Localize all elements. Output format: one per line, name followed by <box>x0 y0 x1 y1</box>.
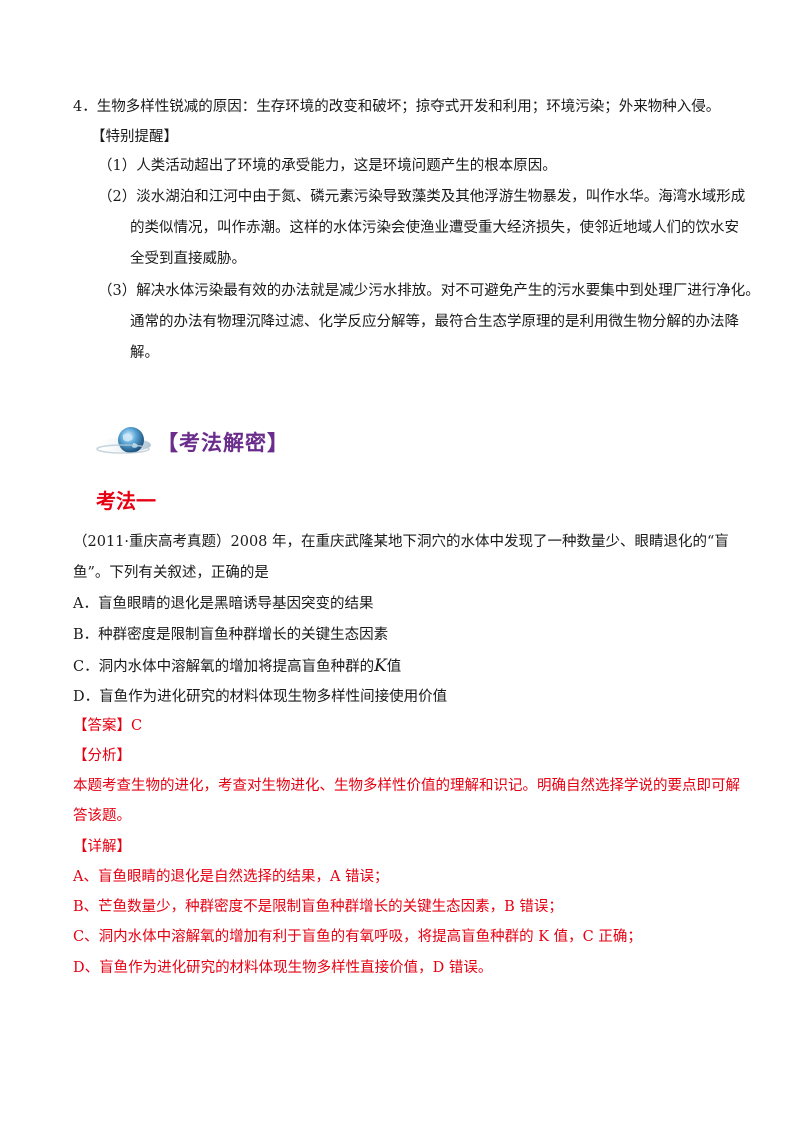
tip-3-line-3: 解。 <box>130 345 159 361</box>
tip-3-line-2: 通常的办法有物理沉降过滤、化学反应分解等，最符合生态学原理的是利用微生物分解的办… <box>130 314 739 330</box>
section-header: 【考法解密】 <box>93 425 289 459</box>
option-c-suffix: 值 <box>386 659 402 675</box>
option-c-text: C．洞内水体中溶解氧的增加将提高盲鱼种群的 <box>73 659 375 675</box>
detail-d: D、盲鱼作为进化研究的材料体现生物多样性直接价值，D 错误。 <box>73 960 493 976</box>
globe-icon <box>93 425 157 459</box>
method-title: 考法一 <box>96 489 156 513</box>
analysis-label: 【分析】 <box>73 748 131 764</box>
option-a: A．盲鱼眼睛的退化是黑暗诱导基因突变的结果 <box>73 596 374 612</box>
option-c-variable: K <box>374 656 387 676</box>
question-line-2: 鱼”。下列有关叙述，正确的是 <box>73 565 269 581</box>
detail-b: B、芒鱼数量少，种群密度不是限制盲鱼种群增长的关键生态因素，B 错误； <box>73 899 563 915</box>
tip-3-line-1: （3）解决水体污染最有效的办法就是减少污水排放。对不可避免产生的污水要集中到处理… <box>98 283 760 299</box>
tip-1-text: （1）人类活动超出了环境的承受能力，这是环境问题产生的根本原因。 <box>98 158 557 174</box>
option-b: B．种群密度是限制盲鱼种群增长的关键生态因素 <box>73 627 389 643</box>
item-4-text: 4．生物多样性锐减的原因：生存环境的改变和破坏；掠夺式开发和利用；环境污染；外来… <box>73 99 721 115</box>
detail-a: A、盲鱼眼睛的退化是自然选择的结果，A 错误； <box>73 869 389 885</box>
tip-2-line-3: 全受到直接威胁。 <box>130 251 246 267</box>
analysis-line-1: 本题考查生物的进化，考查对生物进化、生物多样性价值的理解和识记。明确自然选择学说… <box>73 778 740 794</box>
tip-2-line-2: 的类似情况，叫作赤潮。这样的水体污染会使渔业遭受重大经济损失，使邻近地域人们的饮… <box>130 220 739 236</box>
detail-label: 【详解】 <box>73 839 131 855</box>
tip-heading: 【特别提醒】 <box>91 129 178 145</box>
answer-value: C <box>131 718 143 734</box>
answer-line: 【答案】C <box>73 716 142 736</box>
tip-2-line-1: （2）淡水湖泊和江河中由于氮、磷元素污染导致藻类及其他浮游生物暴发，叫作水华。海… <box>98 189 746 205</box>
option-d: D．盲鱼作为进化研究的材料体现生物多样性间接使用价值 <box>73 689 448 705</box>
detail-c: C、洞内水体中溶解氧的增加有利于盲鱼的有氧呼吸，将提高盲鱼种群的 K 值，C 正… <box>73 929 642 945</box>
analysis-line-2: 答该题。 <box>73 808 131 824</box>
question-line-1: （2011·重庆高考真题）2008 年，在重庆武隆某地下洞穴的水体中发现了一种数… <box>73 534 729 550</box>
option-c: C．洞内水体中溶解氧的增加将提高盲鱼种群的K值 <box>73 656 401 677</box>
answer-label: 【答案】 <box>73 718 131 734</box>
section-title: 【考法解密】 <box>157 431 289 455</box>
